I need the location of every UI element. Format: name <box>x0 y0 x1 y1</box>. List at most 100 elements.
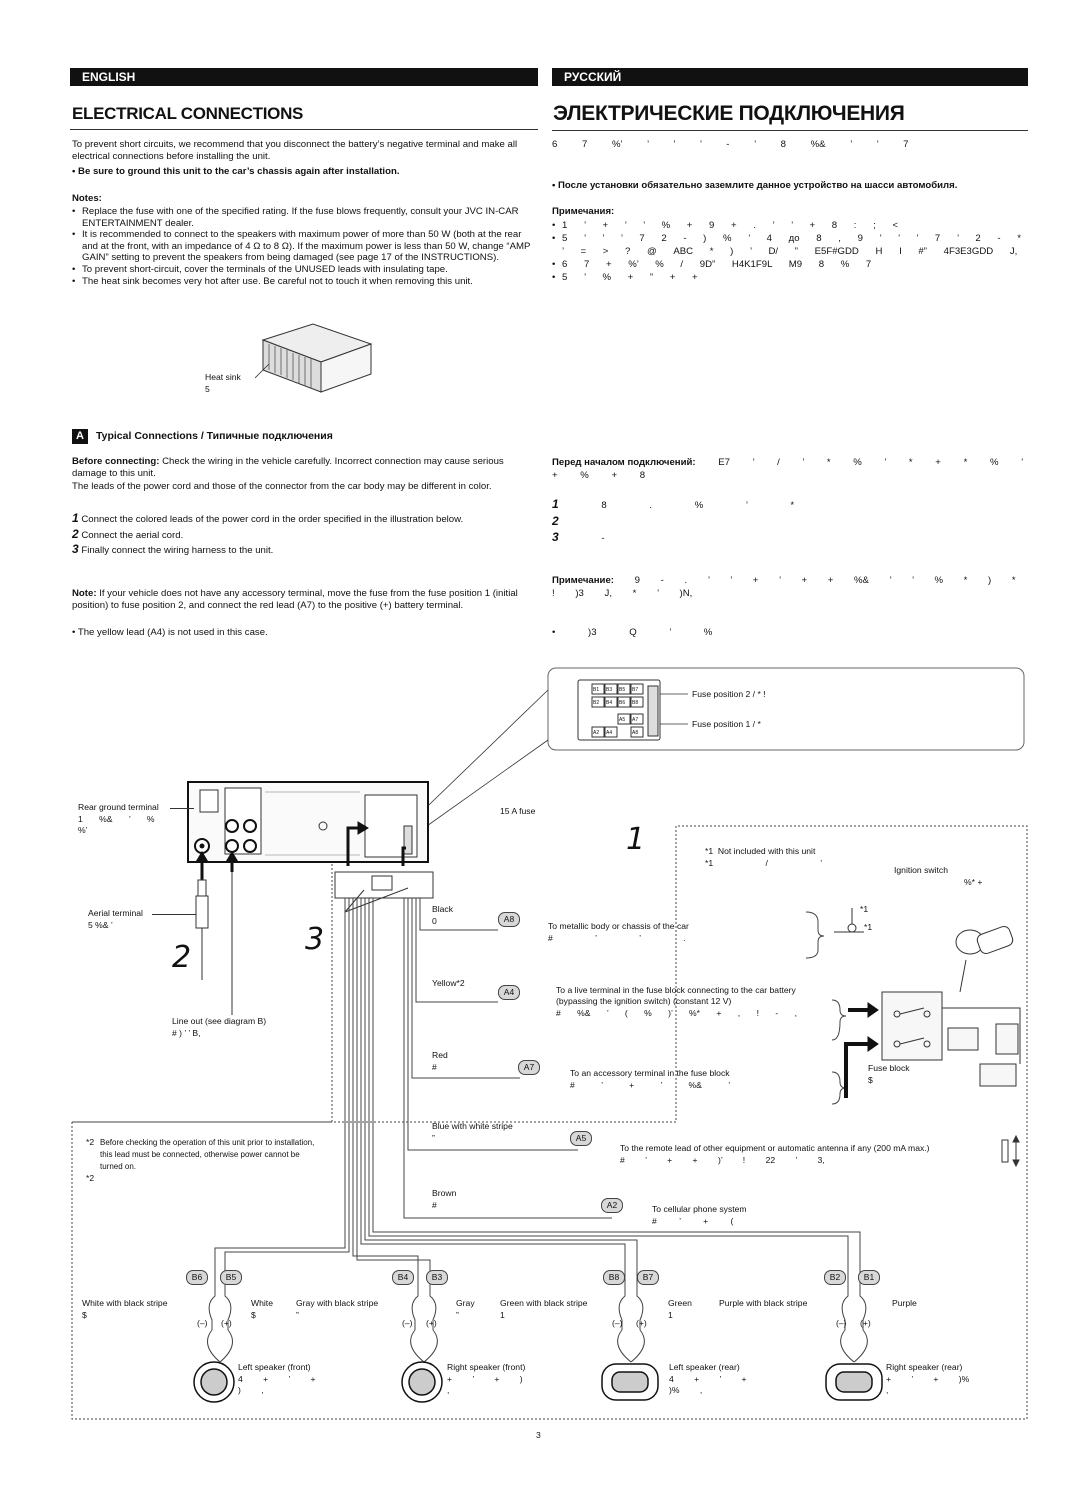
ground-symbol <box>834 908 864 933</box>
english-ground-note-text: Be sure to ground this unit to the car’s… <box>78 166 400 177</box>
ground-fn1-b: *1 <box>864 922 873 932</box>
polarity-minus: (–) <box>612 1318 623 1328</box>
step-number-3: 3 <box>305 922 325 957</box>
footnote-1-label-ru: *1 / ’ <box>705 858 823 868</box>
left-front-speaker-label-ru: 4 + ’ + ) , <box>238 1374 316 1395</box>
svg-text:B8: B8 <box>632 700 638 706</box>
svg-text:A7: A7 <box>632 717 638 723</box>
black-wire-label: Black <box>432 904 454 914</box>
pin-b3: B3 <box>426 1270 448 1285</box>
pin-b5: B5 <box>220 1270 242 1285</box>
fuse-block-label: Fuse block <box>868 1063 910 1073</box>
step-number-1: 1 <box>626 822 646 857</box>
polarity-plus: (+) <box>426 1318 437 1328</box>
heat-sink-illustration <box>255 323 373 393</box>
english-notes-heading: Notes: <box>72 193 102 204</box>
heat-sink-label: Heat sink <box>205 372 241 382</box>
wiring-harness-plug <box>334 871 434 899</box>
english-title: ELECTRICAL CONNECTIONS <box>72 104 304 123</box>
fuse-position-2-label: Fuse position 2 / * ! <box>692 689 766 699</box>
pin-b7: B7 <box>637 1270 659 1285</box>
section-a-badge: A <box>72 429 88 444</box>
polarity-plus: (+) <box>860 1318 871 1328</box>
footnote-1-label: *1 Not included with this unit <box>705 846 816 856</box>
red-wire-label: Red <box>432 1050 448 1060</box>
heat-sink-label-ru: 5 <box>205 384 210 394</box>
step-number-2: 2 <box>172 940 192 975</box>
rear-ground-label: Rear ground terminal <box>78 802 159 812</box>
red-destination: To an accessory terminal in the fuse blo… <box>570 1068 730 1078</box>
pin-a7: A7 <box>518 1060 540 1075</box>
blue-destination: To the remote lead of other equipment or… <box>620 1143 930 1153</box>
ignition-switch-label: Ignition switch <box>894 865 948 875</box>
russian-title: ЭЛЕКТРИЧЕСКИЕ ПОДКЛЮЧЕНИЯ <box>553 102 905 125</box>
russian-note-item: •6 7 + %’ % / 9D” H4K1F9L M9 8 % 7 <box>552 259 872 270</box>
russian-note-item: •1 ’ + ’ ’ % + 9 + . ’ ’ + 8 : ; < <box>552 220 899 231</box>
wire-green-black-stripe: Green with black stripe <box>500 1298 588 1308</box>
english-note-item: •Replace the fuse with one of the specif… <box>72 206 519 229</box>
yellow-wire-label: Yellow*2 <box>432 978 465 988</box>
section-a-title: Typical Connections / Типичные подключен… <box>96 430 333 442</box>
right-front-speaker-label-ru: + ’ + ) , <box>447 1374 523 1395</box>
svg-text:A8: A8 <box>632 730 638 736</box>
pin-b1: B1 <box>858 1270 880 1285</box>
english-before-connecting: Before connecting: Check the wiring in t… <box>72 456 504 479</box>
remote-antenna-icon <box>1001 1134 1020 1168</box>
pin-a4: A4 <box>498 985 520 1000</box>
wire-gray-black-stripe-ru: ” <box>296 1310 299 1320</box>
pin-a8: A8 <box>498 912 520 927</box>
russian-note-item: •5 ’ % + ” + + <box>552 272 698 283</box>
english-step: 1 Connect the colored leads of the power… <box>72 511 464 525</box>
yellow-destination-ru: # %& ’ ( % )’ %* + , ! - , <box>556 1008 797 1018</box>
polarity-plus: (+) <box>636 1318 647 1328</box>
black-destination-ru: # ’ ’ . <box>548 933 686 943</box>
svg-text:B5: B5 <box>619 687 625 693</box>
pin-a5: A5 <box>570 1131 592 1146</box>
english-ground-note: • Be sure to ground this unit to the car… <box>72 166 400 177</box>
svg-text:A4: A4 <box>606 730 612 736</box>
black-destination: To metallic body or chassis of the car <box>548 921 689 931</box>
brown-wire-label-ru: # <box>432 1200 437 1210</box>
aerial-plug <box>195 879 209 980</box>
wire-white-ru: $ <box>251 1310 256 1320</box>
yellow-destination: To a live terminal in the fuse block con… <box>556 985 796 1006</box>
svg-text:B3: B3 <box>606 687 612 693</box>
russian-note-item: •5 ’ ’ ’ 7 2 - ) % ’ 4 до 8 , 9 ’ ’ ’ 7 … <box>552 233 1021 257</box>
rear-ground-label-ru: 1 %& ’ % %’ <box>78 814 155 835</box>
russian-tab: РУССКИЙ <box>552 68 1028 86</box>
blue-wire-label: Blue with white stripe <box>432 1121 513 1131</box>
pin-b8: B8 <box>603 1270 625 1285</box>
right-front-speaker-label: Right speaker (front) <box>447 1362 526 1372</box>
russian-note: Примечание: 9 - . ’ ’ + ’ + + %& ’ ’ % *… <box>552 575 1016 599</box>
red-destination-ru: # ’ + ’ %& ’ <box>570 1080 731 1090</box>
speaker-icons <box>193 1361 883 1403</box>
ground-fn1: *1 <box>860 904 869 914</box>
fuse-connector-detail <box>577 679 661 741</box>
pin-a2: A2 <box>601 1198 623 1213</box>
wire-white-black-stripe: White with black stripe <box>82 1298 168 1308</box>
brown-wire-label: Brown <box>432 1188 457 1198</box>
russian-step: 2 <box>552 513 559 528</box>
pin-b4: B4 <box>392 1270 414 1285</box>
english-step: 2 Connect the aerial cord. <box>72 526 184 541</box>
fuse-position-1-label: Fuse position 1 / * <box>692 719 761 729</box>
english-title-rule <box>70 129 538 130</box>
brown-destination-ru: # ’ + ( <box>652 1216 734 1226</box>
russian-notes-list: •1 ’ + ’ ’ % + 9 + . ’ ’ + 8 : ; < •5 ’ … <box>552 219 1026 284</box>
polarity-minus: (–) <box>197 1318 208 1328</box>
blue-wire-label-ru: ” <box>432 1133 435 1143</box>
ignition-key-illustration <box>955 925 1014 955</box>
ignition-switch-label-ru: %* + <box>964 877 983 887</box>
russian-ground-note-text: После установки обязательно заземлите да… <box>558 180 958 191</box>
polarity-plus: (+) <box>221 1318 232 1328</box>
footnote-2-marker: *2 <box>86 1137 95 1147</box>
svg-text:B6: B6 <box>619 700 625 706</box>
polarity-minus: (–) <box>402 1318 413 1328</box>
english-yellow-note: • The yellow lead (A4) is not used in th… <box>72 627 268 638</box>
english-tab: ENGLISH <box>70 68 538 86</box>
fuse-block-label-ru: $ <box>868 1075 873 1085</box>
left-rear-speaker-label-ru: 4 + ’ + )% , <box>669 1374 747 1395</box>
english-note-item: •To prevent short-circuit, cover the ter… <box>72 263 448 275</box>
connection-arrows <box>195 821 406 880</box>
polarity-minus: (–) <box>836 1318 847 1328</box>
